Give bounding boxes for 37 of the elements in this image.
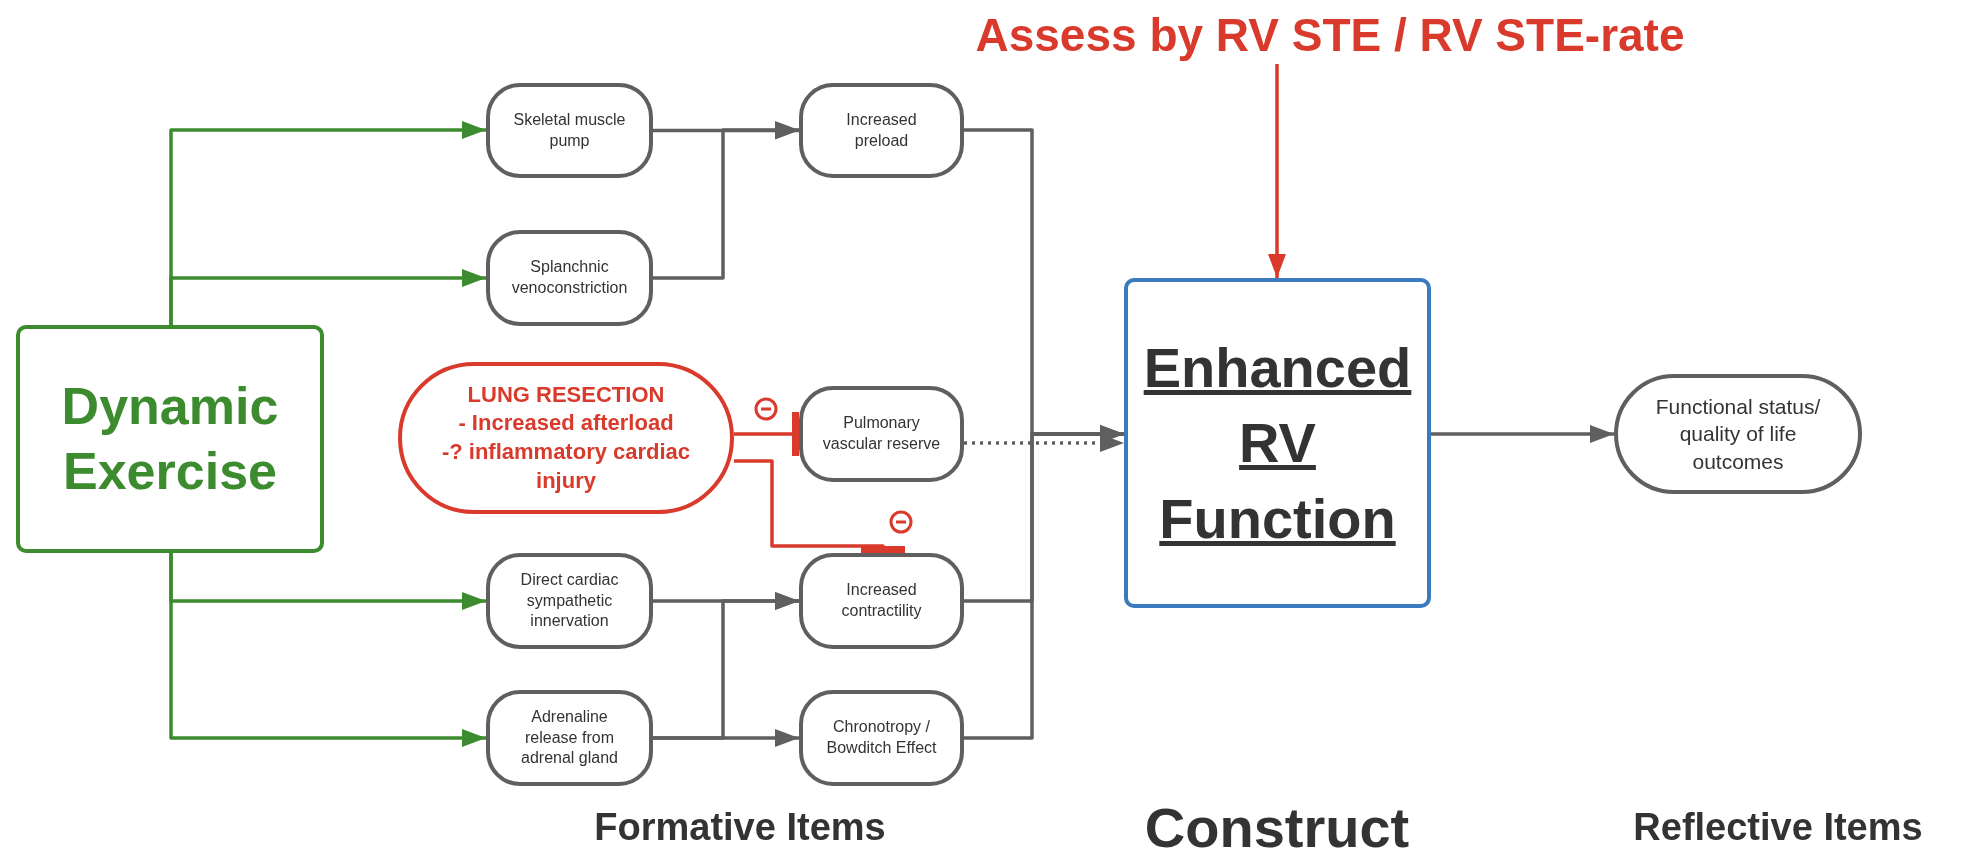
inhibition-line bbox=[734, 412, 799, 456]
arrow bbox=[964, 425, 1124, 740]
node-label: Increased preload bbox=[845, 109, 918, 151]
arrow bbox=[169, 269, 486, 325]
node-label: Skeletal muscle pump bbox=[512, 109, 627, 151]
process-box bbox=[799, 83, 964, 178]
node-label: - Increased afterload bbox=[458, 409, 674, 438]
node-label: Adrenaline release from adrenal gland bbox=[520, 706, 619, 769]
process-box bbox=[486, 83, 653, 178]
process-box bbox=[486, 553, 653, 649]
node-label: Chronotropy / Bowditch Effect bbox=[825, 717, 938, 758]
box-heading: LUNG RESECTION bbox=[467, 380, 665, 409]
node-label: Direct cardiac sympathetic innervation bbox=[519, 569, 620, 632]
inhibition-line bbox=[734, 459, 905, 553]
node-label: -? inflammatory cardiac injury bbox=[440, 438, 692, 495]
node-label: Dynamic Exercise bbox=[60, 376, 280, 502]
arrow bbox=[169, 553, 486, 747]
node-label: Increased contractility bbox=[840, 580, 923, 621]
section-label: Construct bbox=[1144, 795, 1410, 859]
arrow bbox=[653, 729, 799, 747]
arrow bbox=[653, 121, 799, 280]
process-box bbox=[799, 553, 964, 649]
section-label: Formative Items bbox=[594, 806, 886, 849]
process-box bbox=[799, 386, 964, 482]
section-label: Reflective Items bbox=[1633, 806, 1923, 849]
node-label: Enhanced RV Function bbox=[1142, 334, 1413, 552]
exercise-box bbox=[16, 325, 324, 553]
node-label: Functional status/ quality of life outcomes bbox=[1654, 394, 1822, 475]
node-label: Splanchnic venoconstriction bbox=[510, 257, 629, 298]
arrow bbox=[1431, 425, 1614, 443]
node-label: Pulmonary vascular reserve bbox=[821, 413, 942, 454]
process-box bbox=[486, 690, 653, 786]
arrow bbox=[1268, 64, 1286, 278]
process-box bbox=[799, 690, 964, 786]
assessment-heading: Assess by RV STE / RV STE-rate bbox=[900, 6, 1760, 64]
process-box bbox=[486, 230, 653, 326]
construct-box bbox=[1124, 278, 1431, 608]
